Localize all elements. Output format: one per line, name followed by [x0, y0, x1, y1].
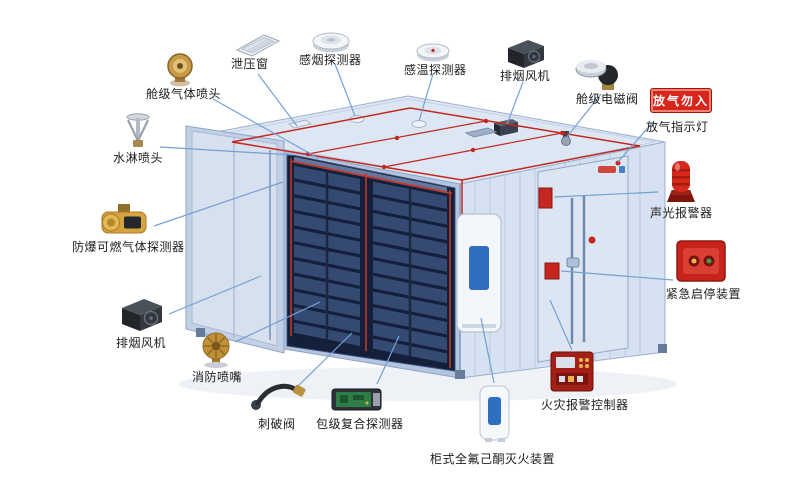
leader-line	[549, 299, 573, 351]
alarm-box-on-wall	[538, 187, 553, 209]
exhaust-fan-left-icon	[116, 294, 166, 338]
leader-lines	[153, 63, 674, 389]
roof-pressure-relief	[287, 119, 313, 129]
leader-line	[480, 317, 495, 384]
label-emergency-stop: 紧急启停装置	[666, 287, 742, 301]
leader-line	[212, 98, 319, 159]
label-cabin-gas-nozzle: 舱级气体喷头	[146, 87, 222, 101]
leader-line	[617, 121, 654, 163]
temperature-detector-icon	[412, 38, 454, 68]
label-gas-release-indicator: 放气指示灯	[646, 120, 709, 134]
cabinet-extinguisher-icon	[476, 384, 514, 450]
label-exhaust-fan-top: 排烟风机	[500, 69, 551, 83]
sound-light-alarm-icon	[660, 156, 702, 208]
leader-line	[506, 81, 524, 125]
gas-release-warning-sign: 放气勿入	[650, 88, 712, 113]
gas-indicator-light	[615, 160, 621, 166]
corner-castings	[196, 328, 667, 379]
roof-temp-detector	[411, 120, 427, 128]
cabin-gas-nozzle-icon	[158, 52, 202, 92]
label-pack-composite-detector: 包级复合探测器	[316, 417, 404, 431]
explosionproof-gas-detector-icon	[96, 202, 152, 242]
label-fire-alarm-controller: 火灾报警控制器	[541, 398, 629, 412]
label-explosionproof-gas-detector: 防爆可燃气体探测器	[72, 240, 185, 254]
label-water-spray-nozzle: 水淋喷头	[113, 151, 164, 165]
roof-vent	[464, 127, 498, 138]
label-cabinet-extinguisher: 柜式全氟己酮灭火装置	[430, 452, 556, 466]
puncture-valve-icon	[248, 378, 306, 418]
emergency-stop-icon	[674, 238, 728, 288]
fire-nozzle-icon	[192, 332, 240, 372]
smoke-detector-icon	[308, 26, 354, 58]
label-fire-nozzle: 消防喷嘴	[192, 370, 243, 384]
leader-line	[376, 335, 400, 385]
container-right-face	[459, 141, 666, 379]
leader-line	[168, 275, 262, 315]
label-exhaust-fan-left: 排烟风机	[116, 336, 167, 350]
fire-alarm-controller-icon	[548, 350, 596, 398]
label-pressure-relief-window: 泄压窗	[231, 57, 269, 71]
cabin-solenoid-valve-icon	[574, 58, 626, 96]
gas-release-warning-sign-text: 放气勿入	[652, 94, 709, 108]
open-door	[185, 125, 285, 354]
label-temperature-detector: 感温探测器	[404, 63, 467, 77]
leader-line	[234, 301, 321, 343]
brand-mark	[598, 166, 625, 173]
red-indicator-dot	[588, 236, 596, 244]
label-puncture-valve: 刺破阀	[258, 417, 296, 431]
label-smoke-detector: 感烟探测器	[299, 53, 362, 67]
pressure-relief-window-icon	[234, 30, 282, 62]
leader-line	[295, 332, 353, 389]
leader-line	[560, 270, 674, 281]
roof-fan	[494, 119, 518, 126]
emergency-stop-on-door	[544, 262, 560, 280]
leader-line	[553, 191, 659, 198]
battery-racks	[290, 156, 452, 369]
leader-line	[565, 93, 602, 139]
exhaust-fan-top-icon	[502, 36, 548, 74]
water-spray-nozzle-icon	[119, 110, 157, 154]
label-cabin-solenoid-valve: 舱级电磁阀	[576, 92, 639, 106]
pack-composite-detector-icon	[330, 384, 386, 418]
roof-piping	[231, 107, 641, 214]
door-handle	[566, 257, 580, 268]
leader-line	[153, 181, 284, 227]
leader-line	[159, 146, 294, 156]
leader-line	[334, 63, 356, 117]
extinguisher-cabinet-3d	[456, 213, 502, 333]
leader-line	[257, 73, 298, 127]
leader-line	[418, 73, 434, 122]
label-sound-light-alarm: 声光报警器	[650, 206, 713, 220]
